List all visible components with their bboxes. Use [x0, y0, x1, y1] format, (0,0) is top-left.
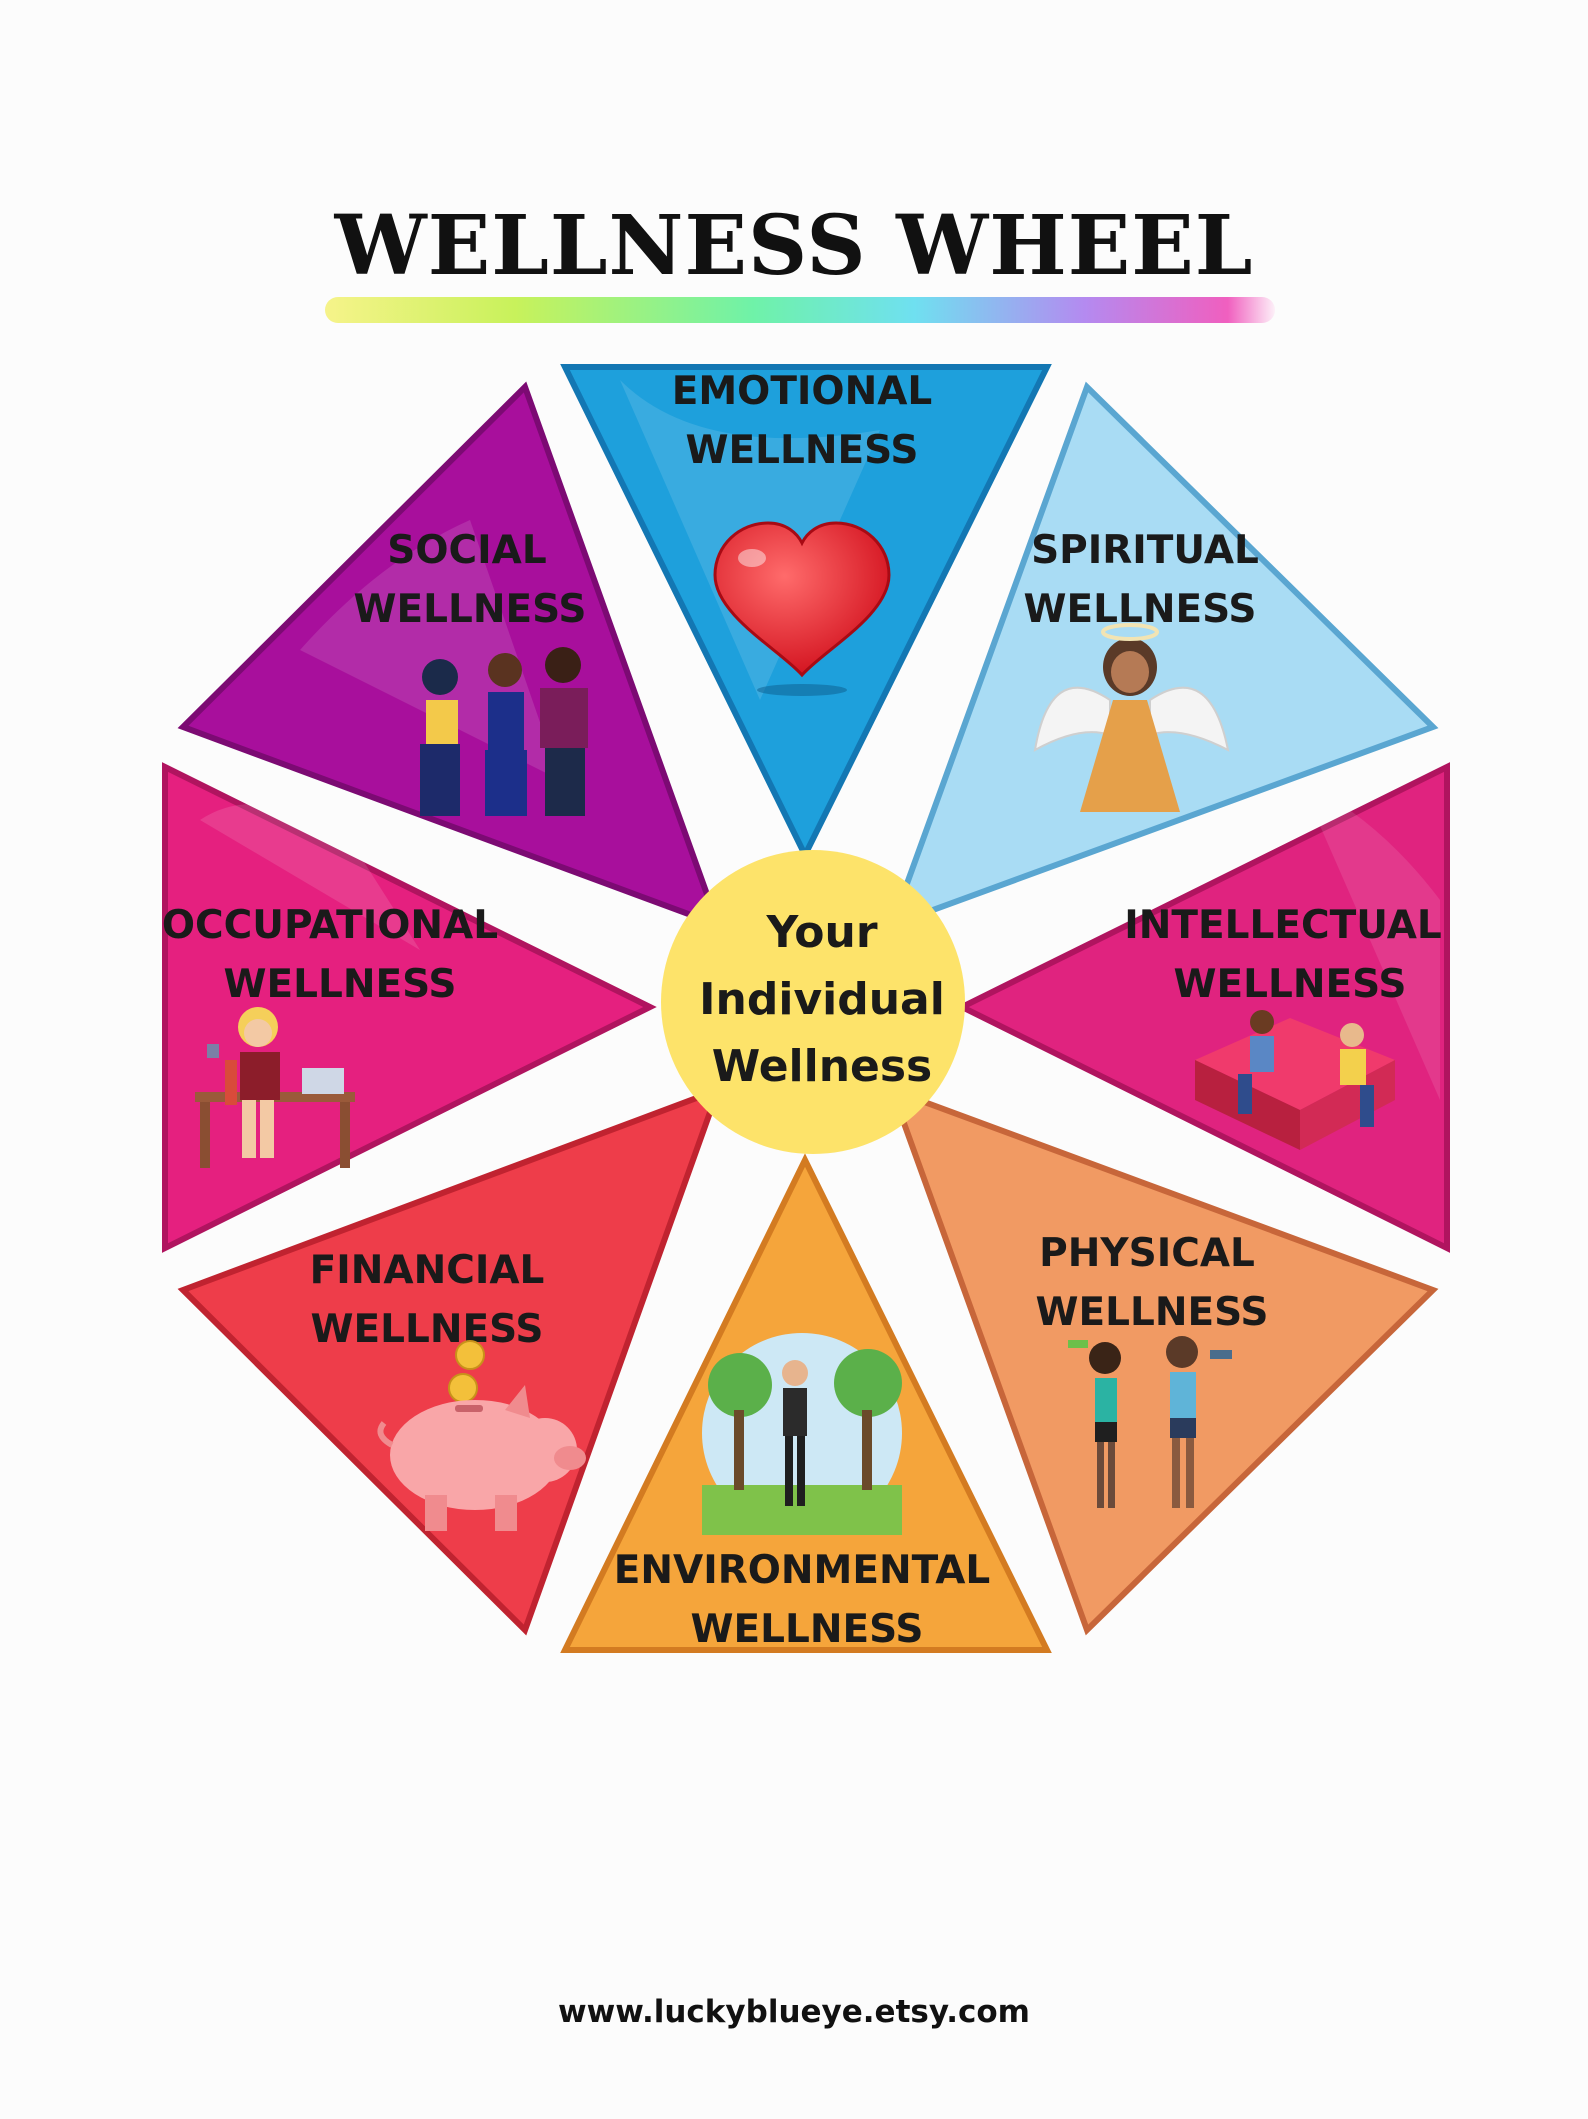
office-worker-icon	[195, 1007, 355, 1168]
group-of-friends-icon	[420, 647, 588, 816]
segment-label-emotional-line2: WELLNESS	[685, 428, 918, 473]
heart-icon	[713, 521, 891, 696]
segment-label-physical-line2: WELLNESS	[1035, 1290, 1268, 1335]
segment-label-intellectual-line1: INTELLECTUAL	[1124, 903, 1441, 948]
angel-icon	[1033, 623, 1230, 812]
rainbow-underline	[325, 297, 1275, 323]
readers-on-book-icon	[1195, 1010, 1395, 1150]
piggy-bank-icon	[377, 1340, 586, 1531]
segment-spiritual	[886, 381, 1439, 931]
segment-label-environmental-line2: WELLNESS	[690, 1607, 923, 1652]
center-label-line2: Individual	[699, 974, 945, 1025]
page-title: WELLNESS WHEEL	[334, 198, 1254, 294]
segment-label-intellectual-line2: WELLNESS	[1173, 962, 1406, 1007]
segment-label-emotional-line1: EMOTIONAL	[672, 369, 933, 414]
segment-label-social-line1: SOCIAL	[387, 528, 546, 573]
center-circle	[661, 850, 965, 1154]
segment-label-financial-line2: WELLNESS	[310, 1307, 543, 1352]
center-label-line1: Your	[765, 907, 877, 958]
segment-label-social-line2: WELLNESS	[353, 587, 586, 632]
segment-physical	[886, 1084, 1439, 1636]
segment-label-physical-line1: PHYSICAL	[1039, 1231, 1255, 1276]
wellness-wheel: EMOTIONAL WELLNESS SPIRITUAL WELLNESS IN…	[162, 364, 1450, 1653]
person-in-park-icon	[702, 1333, 902, 1535]
segment-label-environmental-line1: ENVIRONMENTAL	[614, 1548, 991, 1593]
exercising-people-icon	[1068, 1336, 1232, 1508]
footer-url: www.luckyblueye.etsy.com	[558, 1994, 1030, 2030]
segment-label-financial-line1: FINANCIAL	[310, 1248, 545, 1293]
segment-occupational	[162, 762, 657, 1253]
segment-label-spiritual-line1: SPIRITUAL	[1031, 528, 1259, 573]
segment-label-occupational-line1: OCCUPATIONAL	[162, 903, 498, 948]
center-label-line3: Wellness	[712, 1041, 933, 1092]
segment-financial	[177, 1084, 723, 1636]
segment-label-occupational-line2: WELLNESS	[223, 962, 456, 1007]
